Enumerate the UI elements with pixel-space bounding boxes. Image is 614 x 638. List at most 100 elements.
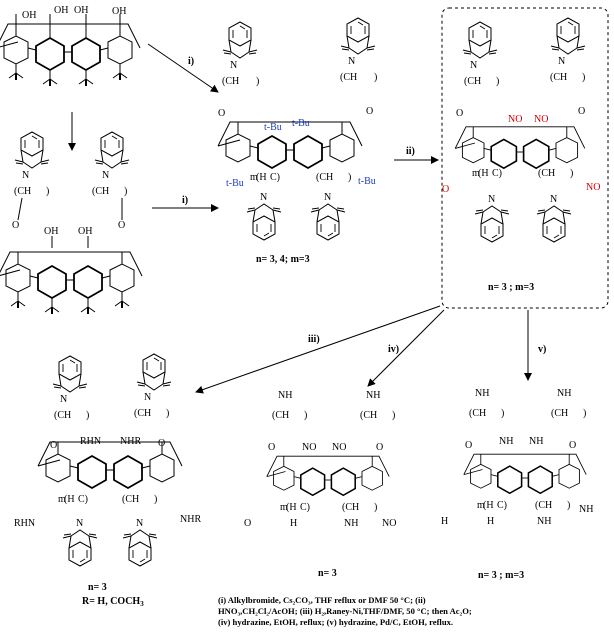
tbutyl-label: t-Bu: [292, 118, 310, 129]
chain-label: C): [497, 500, 507, 511]
chain-label: C): [78, 494, 88, 505]
o-atom: O: [465, 440, 472, 451]
amine-label: NH: [344, 518, 358, 529]
amine-label: NH: [475, 388, 489, 399]
n-atom: N: [102, 170, 109, 181]
reagent-iii: iii): [308, 334, 320, 345]
m-label: m: [280, 502, 288, 513]
amine-label: NH: [529, 436, 543, 447]
chain-label: ): [567, 500, 570, 511]
reagent-ii: ii): [406, 146, 415, 157]
chain-label: (CH: [342, 502, 359, 513]
o-atom: O: [569, 440, 576, 451]
tbutyl-label: t-Bu: [264, 122, 282, 133]
n-atom: N: [324, 192, 331, 203]
o-atom: O: [456, 108, 463, 119]
structure-calixarene-tetrol: OH OH OH OH: [0, 5, 141, 87]
amine-label: NH: [499, 436, 513, 447]
n-atom: N: [144, 392, 151, 403]
o-atom: O: [118, 220, 125, 231]
amine-label: H: [290, 518, 297, 529]
amine-label: NH: [366, 390, 380, 401]
o-atom: O: [366, 106, 373, 117]
structure-tetraphthalimide-tbu: N N (CH ) (CH ) O O t-Bu t-Bu t-Bu t-Bu …: [217, 17, 377, 240]
oh-label: OH: [22, 10, 36, 21]
highlight-box: [441, 7, 609, 309]
chain-label: (H: [478, 168, 489, 179]
reagent-i-top: i): [188, 56, 194, 67]
caption-line-2: HNO₃,CH₂Cl₂/AcOH; (iii) H₂,Raney-Ni,THF/…: [218, 606, 472, 616]
chain-label: (H: [483, 500, 494, 511]
condition-label-4: n= 3: [318, 568, 337, 579]
chain-label: C): [492, 168, 502, 179]
arrow-step-iv: [367, 309, 445, 387]
condition-label-3b: R= H, COCH3: [82, 596, 144, 608]
tbutyl-label: t-Bu: [358, 176, 376, 187]
chain-label: ): [374, 72, 377, 83]
nitro-label: NO: [586, 182, 600, 193]
reagent-v: v): [538, 344, 546, 355]
chain-label: (CH: [316, 172, 333, 183]
oh-label: OH: [78, 226, 92, 237]
chain-label: (CH: [222, 76, 239, 87]
o-atom: O: [12, 220, 19, 231]
amine-label: NH: [537, 516, 551, 527]
o-atom: O: [376, 442, 383, 453]
n-atom: N: [230, 60, 237, 71]
chain-label: ): [166, 408, 169, 419]
reaction-conditions-caption: (i) Alkylbromide, Cs₂CO₃, THF reflux or …: [218, 595, 610, 628]
chain-label: (CH: [340, 72, 357, 83]
chain-label: (CH: [464, 76, 481, 87]
chain-label: (CH: [469, 408, 486, 419]
structure-nitro-bisphthalimide: N N (CH ) (CH ) O O NO NO O NO m (H C) (…: [442, 17, 600, 242]
chain-label: (CH: [535, 500, 552, 511]
oh-label: OH: [112, 6, 126, 17]
amine-label: NH: [557, 388, 571, 399]
tbutyl-label: t-Bu: [226, 178, 244, 189]
n-atom: N: [488, 194, 495, 205]
chain-label: (CH: [272, 410, 289, 421]
m-label: m: [472, 168, 480, 179]
structure-bisphthalimide-diol: N N (CH ) (CH ) O O OH OH: [0, 131, 143, 315]
n-atom: N: [550, 194, 557, 205]
o-atom: O: [218, 108, 225, 119]
chain-label: ): [570, 168, 573, 179]
amine-label: H: [441, 516, 448, 527]
arrow-step-iii: [195, 305, 441, 394]
condition-label-1: n= 3, 4; m=3: [256, 254, 310, 265]
nitro-label: O: [244, 518, 251, 529]
m-label: m: [58, 494, 66, 505]
structure-amino-bisphthalimide: N N (CH ) (CH ) O O RHN NHR RHN NHR m (H…: [14, 353, 201, 566]
amine-label: NH: [278, 390, 292, 401]
oh-label: OH: [54, 5, 68, 16]
chain-label: (CH: [92, 186, 109, 197]
n-atom: N: [348, 56, 355, 67]
chain-label: (CH: [14, 186, 31, 197]
condition-label-5: n= 3 ; m=3: [478, 570, 524, 581]
chain-label: ): [304, 410, 307, 421]
chain-label: (CH: [538, 168, 555, 179]
chain-label: ): [46, 186, 49, 197]
nitro-label: NO: [302, 442, 316, 453]
o-atom: O: [50, 440, 57, 451]
amine-label: H: [487, 516, 494, 527]
chain-label: (CH: [550, 72, 567, 83]
chain-label: (H: [64, 494, 75, 505]
amide-label: RHN: [14, 518, 35, 529]
nitro-label: O: [442, 184, 449, 195]
arrow-step-i-top: [147, 43, 219, 93]
reagent-i-mid: i): [182, 195, 188, 206]
chain-label: ): [86, 410, 89, 421]
chain-label: C): [300, 502, 310, 513]
n-atom: N: [76, 518, 83, 529]
nitro-label: NO: [382, 518, 396, 529]
chain-label: (CH: [551, 408, 568, 419]
amide-label: NHR: [120, 436, 141, 447]
chain-label: ): [348, 172, 351, 183]
o-atom: O: [578, 106, 585, 117]
chain-label: (CH: [134, 408, 151, 419]
amide-label: NHR: [180, 514, 201, 525]
caption-line-1: (i) Alkylbromide, Cs₂CO₃, THF reflux or …: [218, 595, 426, 605]
chain-label: ): [496, 76, 499, 87]
